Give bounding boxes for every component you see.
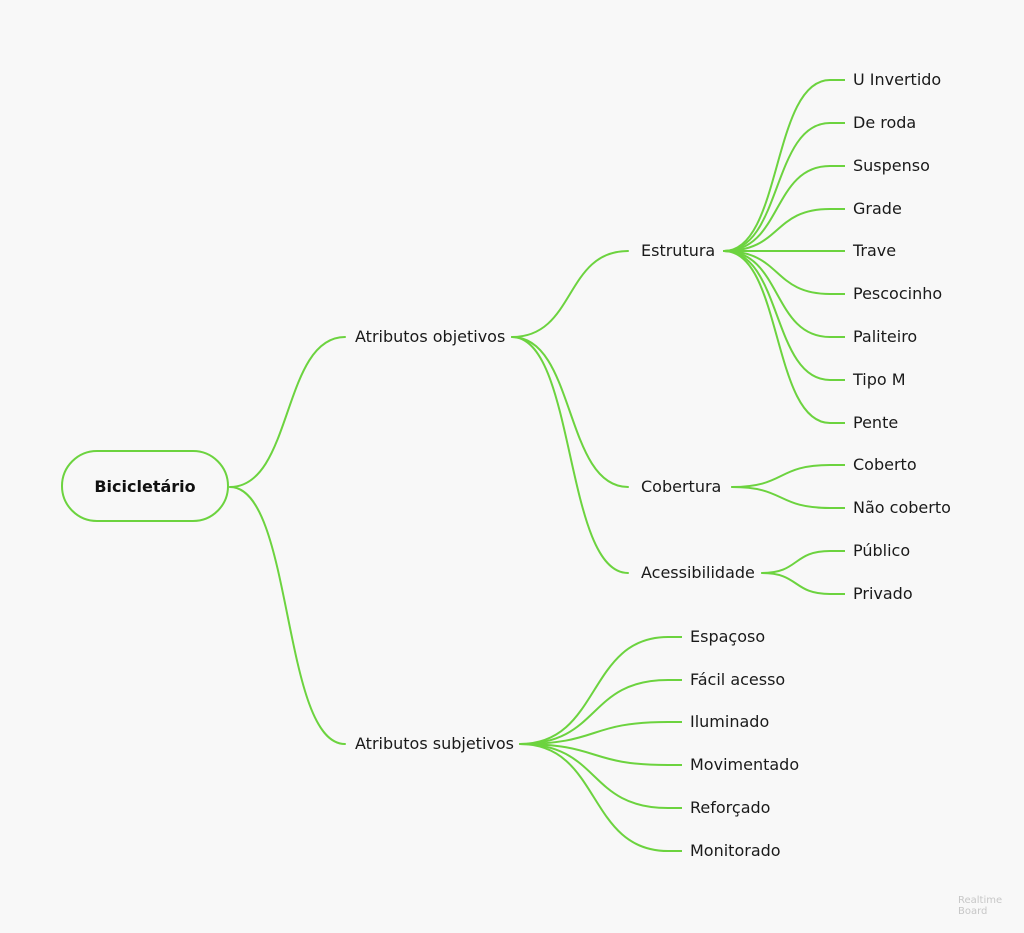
leaf-espacoso[interactable]: Espaçoso (690, 627, 766, 646)
leaf-reforcado[interactable]: Reforçado (690, 798, 771, 817)
connector-estrutura-leaf-6 (723, 250, 831, 338)
node-cobertura[interactable]: Cobertura (641, 477, 722, 496)
leaf-movimentado[interactable]: Movimentado (690, 755, 800, 774)
watermark-line-2: Board (958, 906, 988, 917)
connector-acessibilidade-leaf-1 (761, 572, 831, 595)
leaf-facil-acesso[interactable]: Fácil acesso (690, 670, 786, 689)
connector-estrutura-leaf-2 (723, 165, 831, 252)
connector-subjetivos-leaf-1 (519, 679, 669, 745)
root-node-label: Bicicletário (94, 476, 196, 496)
connector-estrutura-leaf-7 (723, 250, 831, 381)
connector-estrutura-leaf-3 (723, 208, 831, 252)
leaf-nao-coberto[interactable]: Não coberto (853, 498, 951, 517)
connector-root-subjetivos (229, 486, 346, 745)
leaf-privado[interactable]: Privado (853, 584, 913, 603)
node-atributos-subjetivos[interactable]: Atributos subjetivos (355, 734, 514, 753)
leaf-suspenso[interactable]: Suspenso (853, 156, 930, 175)
connector-subjetivos-leaf-4 (519, 743, 669, 809)
connector-estrutura-leaf-5 (723, 250, 831, 295)
leaf-pescocinho[interactable]: Pescocinho (853, 284, 943, 303)
root-node-bicicletario[interactable]: Bicicletário (61, 450, 229, 522)
connector-estrutura-leaf-8 (723, 250, 831, 424)
leaf-monitorado[interactable]: Monitorado (690, 841, 781, 860)
leaf-paliteiro[interactable]: Paliteiro (853, 327, 918, 346)
realtimeboard-watermark: Realtime Board (958, 895, 1002, 917)
connector-objetivos-estrutura (511, 250, 629, 338)
leaf-tipo-m[interactable]: Tipo M (853, 370, 906, 389)
node-atributos-objetivos[interactable]: Atributos objetivos (355, 327, 506, 346)
connector-subjetivos-leaf-3 (519, 743, 669, 766)
node-estrutura[interactable]: Estrutura (641, 241, 716, 260)
connector-estrutura-leaf-1 (723, 122, 831, 252)
leaf-trave[interactable]: Trave (853, 241, 897, 260)
connector-acessibilidade-leaf-0 (761, 550, 831, 574)
connector-subjetivos-leaf-0 (519, 636, 669, 745)
leaf-iluminado[interactable]: Iluminado (690, 712, 770, 731)
connector-root-objetivos (229, 336, 346, 488)
watermark-line-1: Realtime (958, 895, 1003, 906)
connector-cobertura-leaf-0 (731, 464, 831, 488)
leaf-de-roda[interactable]: De roda (853, 113, 917, 132)
node-acessibilidade[interactable]: Acessibilidade (641, 563, 755, 582)
leaf-publico[interactable]: Público (853, 541, 911, 560)
connector-estrutura-leaf-0 (723, 79, 831, 252)
connector-cobertura-leaf-1 (731, 486, 831, 509)
connector-subjetivos-leaf-5 (519, 743, 669, 852)
connector-subjetivos-leaf-2 (519, 721, 669, 745)
leaf-grade[interactable]: Grade (853, 199, 902, 218)
connector-objetivos-acessibilidade (511, 336, 629, 574)
leaf-u-invertido[interactable]: U Invertido (853, 70, 942, 89)
connector-objetivos-cobertura (511, 336, 629, 488)
leaf-coberto[interactable]: Coberto (853, 455, 917, 474)
leaf-pente[interactable]: Pente (853, 413, 899, 432)
